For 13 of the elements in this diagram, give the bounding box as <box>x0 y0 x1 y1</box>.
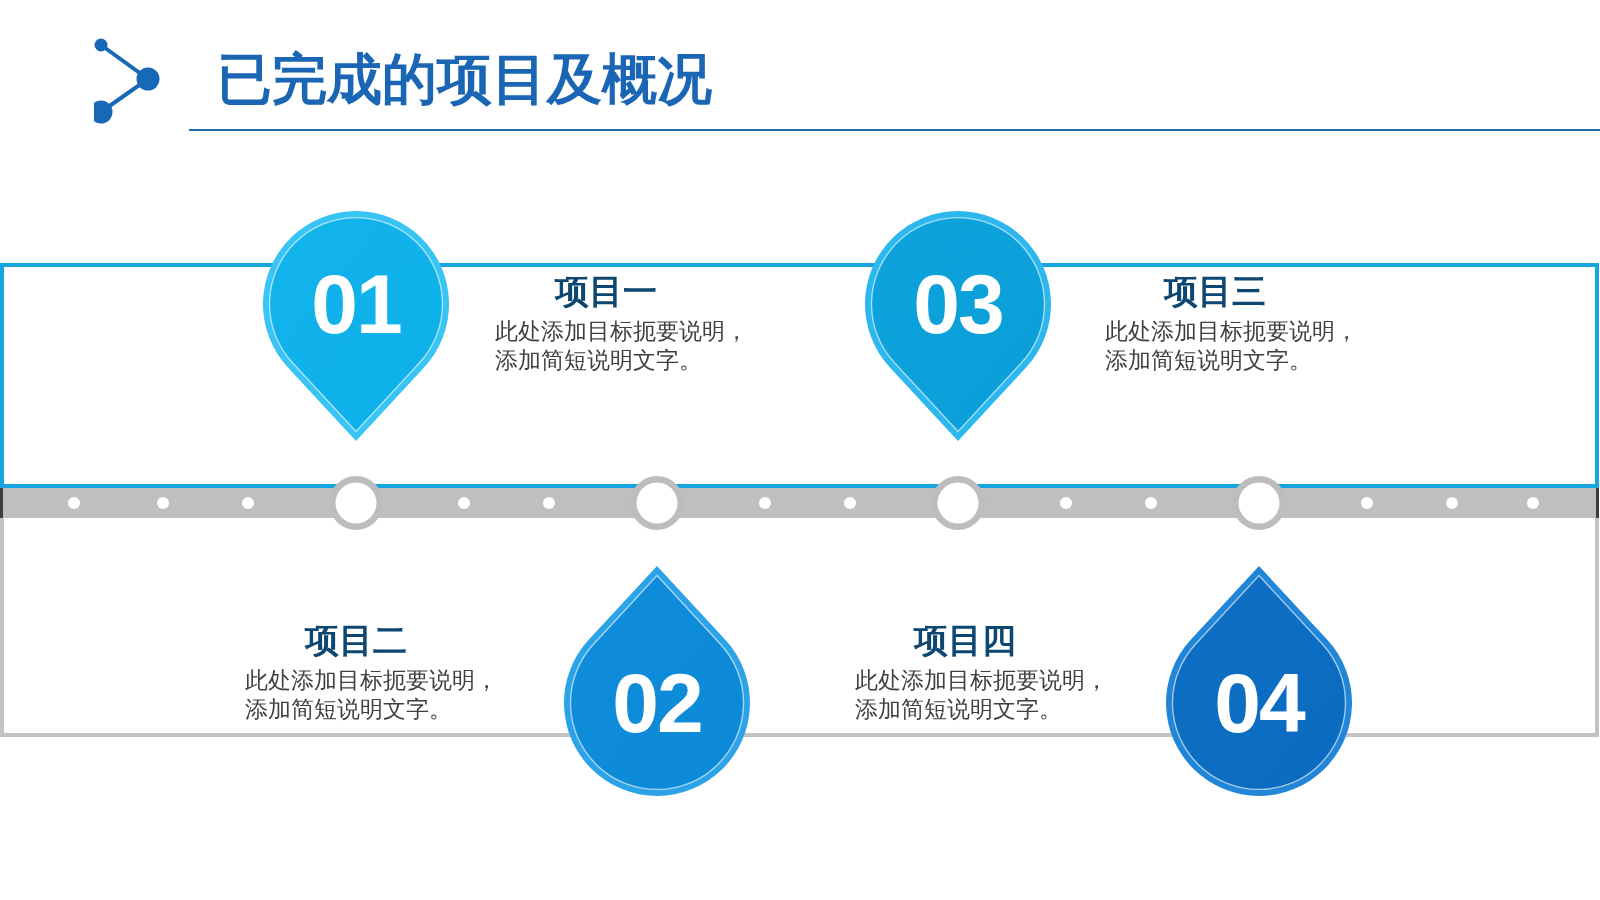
item-description: 此处添加目标扼要说明，添加简短说明文字。 <box>245 666 499 724</box>
step-number: 01 <box>311 262 401 346</box>
item-heading: 项目四 <box>914 620 1016 660</box>
step-number: 03 <box>913 262 1003 346</box>
step-number: 02 <box>612 661 702 745</box>
item-heading: 项目二 <box>305 620 407 660</box>
item-description: 此处添加目标扼要说明，添加简短说明文字。 <box>855 666 1109 724</box>
step-number: 04 <box>1214 661 1304 745</box>
item-description: 此处添加目标扼要说明，添加简短说明文字。 <box>495 317 749 375</box>
item-heading: 项目三 <box>1164 271 1266 311</box>
item-heading: 项目一 <box>555 271 657 311</box>
item-description: 此处添加目标扼要说明，添加简短说明文字。 <box>1105 317 1359 375</box>
page-title: 已完成的项目及概况 <box>217 49 712 109</box>
